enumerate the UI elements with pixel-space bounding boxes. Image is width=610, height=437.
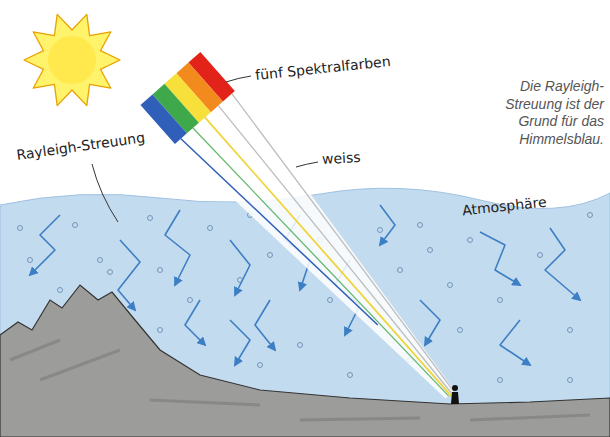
annotation-label: weiss [322, 149, 361, 168]
scatter-arrow [420, 300, 440, 345]
scatter-arrow [380, 205, 395, 245]
spectrum-blue [140, 94, 186, 144]
particle [468, 238, 473, 243]
scatter-arrow [500, 320, 530, 365]
person-body [451, 392, 459, 404]
particle [348, 373, 353, 378]
particle [148, 216, 153, 221]
ground-texture [10, 340, 590, 420]
annotation-label: Rayleigh-Streuung [15, 129, 146, 164]
leader-line [226, 76, 251, 82]
beam-line-green [193, 119, 449, 405]
annotation-label: fünf Spektralfarben [254, 53, 391, 84]
particle [498, 378, 503, 383]
particle [378, 228, 383, 233]
particle [498, 298, 503, 303]
particle [448, 283, 453, 288]
particle [188, 298, 193, 303]
particle [328, 298, 333, 303]
sun-rays [24, 14, 120, 105]
beam-line [206, 106, 463, 394]
white-beam [175, 91, 480, 421]
particle [73, 223, 78, 228]
beam-line-blue [181, 123, 378, 341]
leader-lines [92, 76, 318, 222]
figure-caption: Die Rayleigh-Streuung ist der Grund für … [504, 78, 604, 148]
particle [398, 268, 403, 273]
particle [28, 258, 33, 263]
ground-mountains [0, 285, 610, 437]
particle [428, 248, 433, 253]
particle [538, 253, 543, 258]
leader-line [296, 162, 318, 167]
particle [18, 226, 23, 231]
particle [98, 258, 103, 263]
sun-core [48, 36, 96, 84]
particle [58, 288, 63, 293]
scatter-arrow [545, 228, 580, 300]
scatter-arrow [118, 240, 140, 310]
scatter-arrow [230, 320, 250, 365]
person-head [452, 385, 458, 391]
scatter-arrow [165, 210, 190, 285]
scatter-arrow [255, 300, 275, 350]
particle [108, 270, 113, 275]
particle [588, 213, 593, 218]
beam-line [209, 94, 477, 392]
scatter-arrow [185, 300, 205, 345]
person [451, 385, 459, 404]
particle [458, 328, 463, 333]
light-beam [140, 52, 482, 424]
scatter-arrow [30, 215, 60, 275]
particle [568, 378, 573, 383]
particle [158, 328, 163, 333]
particle [208, 226, 213, 231]
particle [258, 363, 263, 368]
particle [298, 343, 303, 348]
leader-line [92, 164, 118, 222]
scatter-arrow [480, 232, 520, 285]
particle [568, 328, 573, 333]
scatter-arrow [230, 240, 250, 295]
particle [418, 223, 423, 228]
particle [268, 253, 273, 258]
particle [158, 268, 163, 273]
sun [24, 14, 120, 105]
beam-line-yellow [205, 117, 453, 397]
